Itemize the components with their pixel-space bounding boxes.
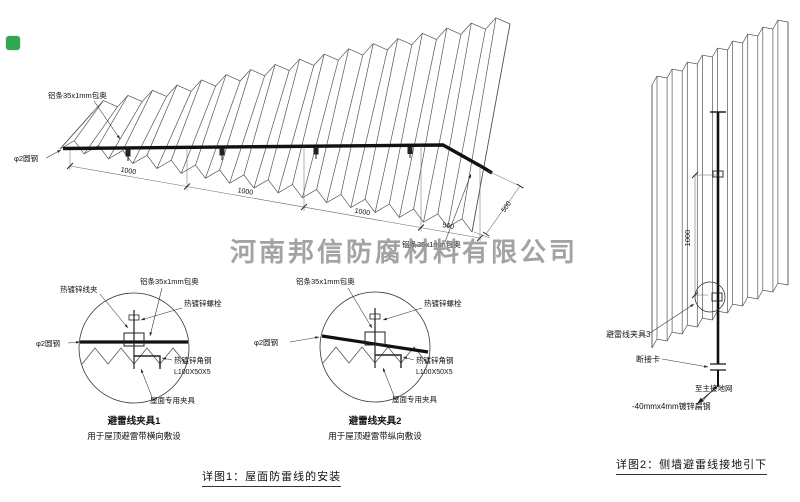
label-roof-clamp: 屋面专用夹具 xyxy=(150,395,195,405)
clamp-body xyxy=(364,331,386,346)
company-watermark: 河南邦信防腐材料有限公司 xyxy=(230,237,579,267)
clamp-body xyxy=(123,332,145,347)
label-angle-spec: L100X50X5 xyxy=(174,369,211,376)
angle-steel-shape xyxy=(134,355,161,369)
wall-clamp-upper xyxy=(712,170,724,178)
detail-bubble xyxy=(319,291,431,403)
detail-circle-2: 铝条35x1mm包奥 热镀锌螺栓 φ2圆钢 热镀锌角钢 L100X50X5 屋面… xyxy=(254,276,462,441)
floating-badge-icon[interactable] xyxy=(6,36,20,50)
roof-isometric-drawing: 1000 1000 1000 500 500 铝条35x1mm包奥 φ2圆钢 铝… xyxy=(14,17,525,249)
dim-label: 1000 xyxy=(237,187,254,197)
label-angle-steel: 热镀锌角钢 xyxy=(416,355,454,365)
sheet-right-edge xyxy=(471,23,511,233)
detail-bubble xyxy=(78,292,190,404)
label-round-steel: φ2圆钢 xyxy=(14,153,38,163)
label-bolt: 热镀锌螺栓 xyxy=(184,298,222,308)
label-bolt: 热镀锌螺栓 xyxy=(424,298,462,308)
nut xyxy=(128,314,140,321)
label-clamp3: 避雷线夹具3 xyxy=(606,329,651,339)
label-to-main-grid: 至主接地网 xyxy=(695,383,733,393)
label-round-steel: φ2圆钢 xyxy=(254,337,278,347)
lightning-wire xyxy=(62,143,493,175)
label-wire-clip: 热镀锌线夹 xyxy=(60,284,98,294)
dimension-extension-lines xyxy=(69,145,525,242)
dim-label: 1000 xyxy=(120,167,137,177)
wall-dimension: 1000 xyxy=(683,171,719,299)
label-strip-right: 铝条35x1mm包奥 xyxy=(402,239,461,249)
detail1-title: 避雷线夹具1 xyxy=(108,415,162,427)
detail2-title: 避雷线夹具2 xyxy=(349,415,402,427)
label-round-steel: φ2圆钢 xyxy=(36,338,60,348)
wall-drawing: 1000 避雷线夹具3 断接卡 至主接地网 -40mmx4mm镀锌扁钢 xyxy=(606,19,789,411)
dim-label: 500 xyxy=(442,222,455,231)
angle-steel-shape xyxy=(375,354,402,368)
detail-circle-1: 热镀锌线夹 铝条35x1mm包奥 热镀锌螺栓 φ2圆钢 热镀锌角钢 L100X5… xyxy=(36,276,222,441)
dim-label-1000: 1000 xyxy=(683,230,692,247)
bottom-dimension-line: 1000 1000 1000 500 xyxy=(66,162,484,242)
detail2-subtitle: 用于屋顶避雷带纵向敷设 xyxy=(328,431,422,441)
label-angle-spec: L100X50X5 xyxy=(416,369,453,376)
figure1-caption: 详图1：屋面防雷线的安装 xyxy=(202,468,342,487)
label-flat-steel: -40mmx4mm镀锌扁钢 xyxy=(632,401,711,411)
side-dimension-line: 500 xyxy=(482,183,524,237)
label-roof-clamp: 屋面专用夹具 xyxy=(392,394,437,404)
corrugated-sheet xyxy=(59,17,511,233)
label-strip-top: 铝条35x1mm包奥 xyxy=(48,90,107,100)
label-strip: 铝条35x1mm包奥 xyxy=(140,276,199,286)
corrugated-wall xyxy=(651,19,789,349)
nut xyxy=(369,313,381,320)
dim-label-side: 500 xyxy=(501,200,513,214)
figure2-caption: 详图2：侧墙避雷线接地引下 xyxy=(616,456,768,475)
clamp3-bubble xyxy=(694,281,726,313)
wall-clamp-lower xyxy=(711,292,723,302)
sheet-left-edge xyxy=(59,111,94,150)
dim-label: 1000 xyxy=(354,208,371,218)
wire-clamps xyxy=(125,145,413,161)
label-disconnect-card: 断接卡 xyxy=(636,354,660,364)
detail1-subtitle: 用于屋顶避雷带横向敷设 xyxy=(87,431,181,441)
label-angle-steel: 热镀锌角钢 xyxy=(174,355,212,365)
label-strip: 铝条35x1mm包奥 xyxy=(296,276,355,286)
